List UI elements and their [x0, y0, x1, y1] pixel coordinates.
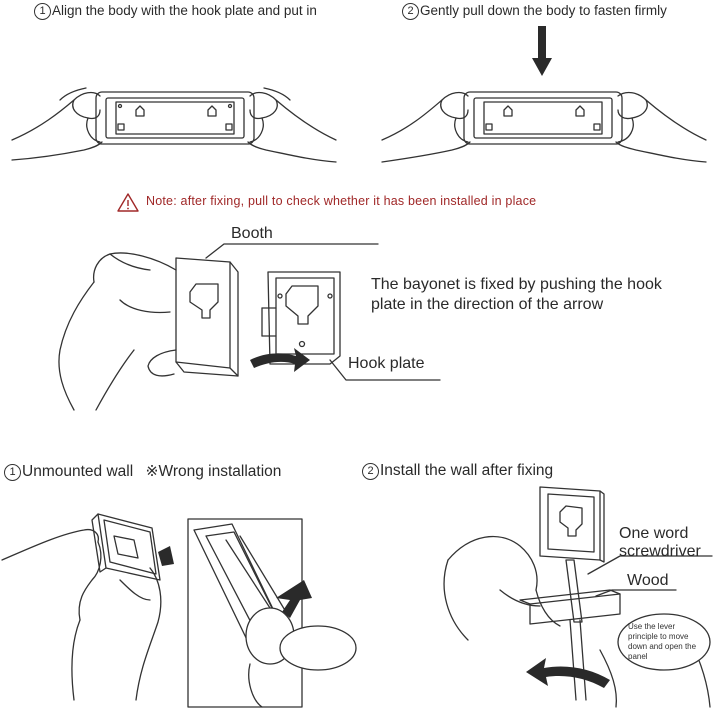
step1-text: Align the body with the hook plate and p… [52, 3, 317, 18]
screwdriver-label-line1: One word [619, 525, 689, 542]
step2-text: Gently pull down the body to fasten firm… [420, 3, 667, 18]
step1-number: 1 [34, 3, 51, 20]
booth-hookplate-illustration [58, 243, 441, 411]
install-note: Note: after fixing, pull to check whethe… [146, 194, 537, 208]
bayonet-description-line2: plate in the direction of the arrow [371, 296, 604, 313]
install-wall-illustration [443, 486, 713, 708]
unmounted-number: 1 [4, 464, 21, 481]
curved-arrow-icon [250, 348, 310, 372]
warning-triangle-icon [117, 193, 139, 212]
wood-label: Wood [627, 572, 669, 589]
step2-illustration [381, 26, 707, 163]
wrong-installation-illustration [1, 513, 357, 708]
wrong-mark: ※ [145, 463, 159, 480]
booth-label: Booth [231, 225, 273, 242]
down-arrow-icon [532, 26, 552, 76]
install-number: 2 [362, 463, 379, 480]
step1-illustration [11, 87, 337, 163]
wrong-installation-text: Wrong installation [158, 463, 282, 480]
lever-note: Use the lever principle to move down and… [628, 622, 697, 661]
curved-arrow-icon [526, 658, 610, 688]
bayonet-description-line1: The bayonet is fixed by pushing the hook [371, 276, 662, 293]
hook-plate-label: Hook plate [348, 355, 425, 372]
screwdriver-label-line2: screwdriver [619, 543, 701, 560]
unmounted-title: Unmounted wall [22, 463, 134, 480]
step2-number: 2 [402, 3, 419, 20]
install-title: Install the wall after fixing [380, 462, 554, 479]
